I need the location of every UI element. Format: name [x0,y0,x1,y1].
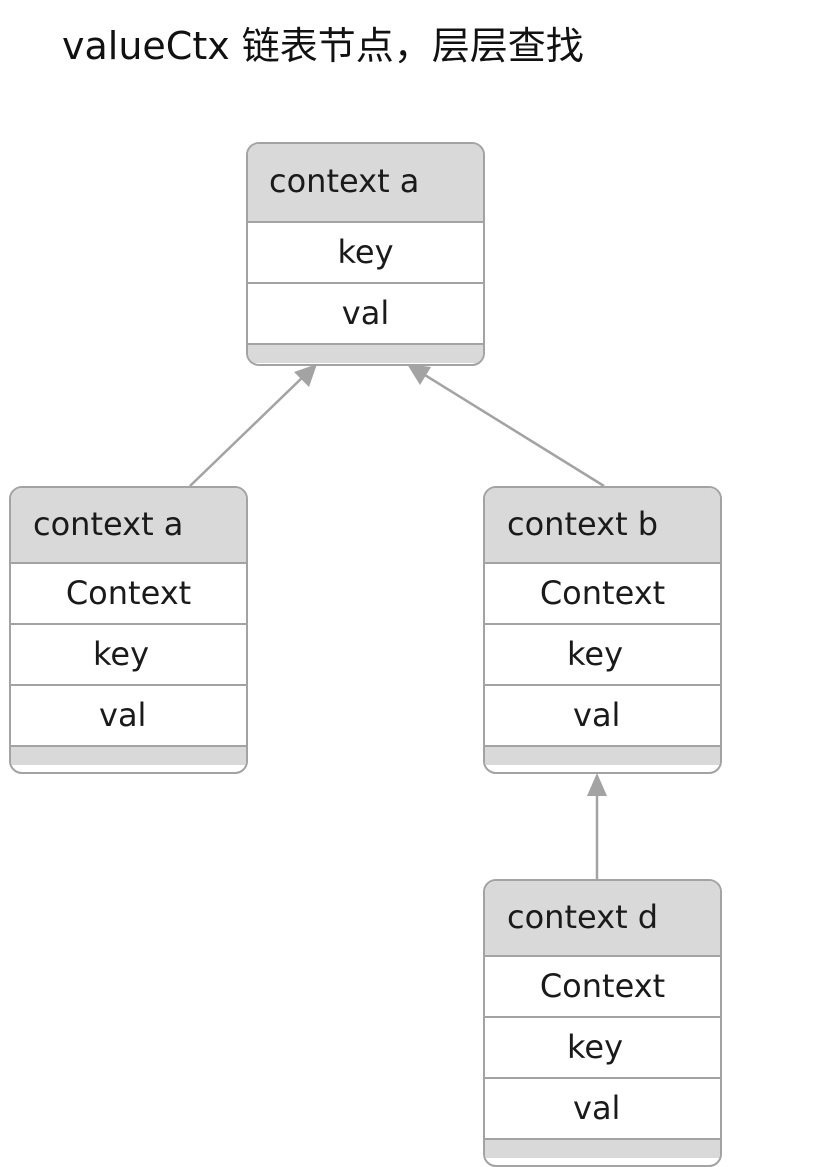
node-field-context: Context [485,564,720,625]
node-field-context: Context [11,564,246,625]
node-context-d: context d Context key val [483,879,722,1167]
arrowhead-a-child-to-a-root [294,364,317,387]
node-context-b: context b Context key val [483,486,722,774]
node-field-key: key [485,1018,720,1079]
node-header: context b [485,488,720,564]
node-field-val: val [248,284,483,345]
node-field-key: key [485,625,720,686]
node-context-a-child: context a Context key val [9,486,248,774]
node-footer [248,345,483,363]
node-header: context a [11,488,246,564]
edge-b-to-a-root [419,370,605,488]
node-footer [485,1140,720,1158]
node-header: context d [485,881,720,957]
node-field-val: val [11,686,246,747]
node-footer [11,747,246,765]
node-context-a-root: context a key val [246,142,485,366]
node-field-context: Context [485,957,720,1018]
page-title: valueCtx 链表节点，层层查找 [62,24,584,68]
node-field-val: val [485,686,720,747]
node-footer [485,747,720,765]
edge-a-child-to-a-root [189,373,307,487]
arrowhead-d-to-b [587,773,607,796]
node-header: context a [248,144,483,223]
node-field-val: val [485,1079,720,1140]
node-field-key: key [11,625,246,686]
node-field-key: key [248,223,483,284]
arrowhead-b-to-a-root [407,364,431,385]
